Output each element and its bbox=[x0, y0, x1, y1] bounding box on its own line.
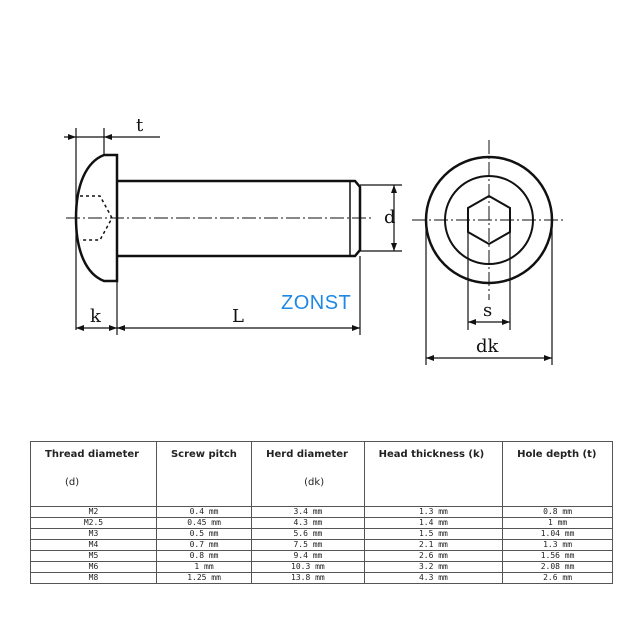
cell-head-diameter: 5.6 mm bbox=[251, 528, 365, 540]
cell-hole-depth: 1.56 mm bbox=[502, 550, 613, 562]
cell-thread: M2.5 bbox=[30, 517, 157, 529]
cell-head-thickness: 2.6 mm bbox=[363, 550, 504, 562]
header-title: Hole depth (t) bbox=[517, 449, 597, 460]
label-t: t bbox=[136, 115, 144, 136]
cell-head-thickness: 2.1 mm bbox=[363, 539, 504, 551]
table-row: M6 1 mm 10.3 mm 3.2 mm 2.08 mm bbox=[30, 561, 613, 573]
label-s: s bbox=[483, 300, 492, 321]
table-row: M2 0.4 mm 3.4 mm 1.3 mm 0.8 mm bbox=[30, 506, 613, 518]
cell-head-thickness: 1.5 mm bbox=[363, 528, 504, 540]
cell-hole-depth: 1.04 mm bbox=[502, 528, 613, 540]
cell-thread: M8 bbox=[30, 572, 157, 584]
cell-pitch: 1 mm bbox=[155, 561, 253, 573]
table-row: M3 0.5 mm 5.6 mm 1.5 mm 1.04 mm bbox=[30, 528, 613, 540]
header-hole-depth: Hole depth (t) bbox=[502, 441, 613, 507]
table-row: M8 1.25 mm 13.8 mm 4.3 mm 2.6 mm bbox=[30, 572, 613, 584]
header-symbol: (dk) bbox=[304, 477, 325, 488]
spec-table-header-row: Thread diameter (d) Screw pitch Herd dia… bbox=[30, 441, 613, 507]
label-d: d bbox=[384, 207, 396, 228]
cell-thread: M5 bbox=[30, 550, 157, 562]
cell-hole-depth: 0.8 mm bbox=[502, 506, 613, 518]
cell-hole-depth: 2.08 mm bbox=[502, 561, 613, 573]
cell-head-diameter: 4.3 mm bbox=[251, 517, 365, 529]
cell-pitch: 0.45 mm bbox=[155, 517, 253, 529]
label-dk: dk bbox=[476, 336, 500, 357]
cell-head-thickness: 1.3 mm bbox=[363, 506, 504, 518]
header-screw-pitch: Screw pitch bbox=[155, 441, 253, 507]
header-title: Thread diameter bbox=[45, 449, 140, 460]
hex-socket bbox=[467, 194, 511, 246]
header-head-diameter: Herd diameter (dk) bbox=[251, 441, 365, 507]
header-head-thickness: Head thickness (k) bbox=[363, 441, 504, 507]
header-symbol: (d) bbox=[65, 477, 80, 488]
screw-technical-drawing: t d k L s dk bbox=[64, 115, 566, 365]
cell-head-thickness: 4.3 mm bbox=[363, 572, 504, 584]
cell-head-diameter: 9.4 mm bbox=[251, 550, 365, 562]
cell-thread: M4 bbox=[30, 539, 157, 551]
cell-hole-depth: 1.3 mm bbox=[502, 539, 613, 551]
cell-pitch: 0.7 mm bbox=[155, 539, 253, 551]
cell-hole-depth: 2.6 mm bbox=[502, 572, 613, 584]
cell-head-diameter: 7.5 mm bbox=[251, 539, 365, 551]
header-thread-diameter: Thread diameter (d) bbox=[30, 441, 157, 507]
brand-watermark: ZONST bbox=[281, 292, 352, 314]
header-title: Herd diameter bbox=[266, 449, 348, 460]
cell-head-thickness: 1.4 mm bbox=[363, 517, 504, 529]
cell-pitch: 0.5 mm bbox=[155, 528, 253, 540]
cell-head-diameter: 3.4 mm bbox=[251, 506, 365, 518]
cell-thread: M3 bbox=[30, 528, 157, 540]
header-title: Screw pitch bbox=[170, 449, 237, 460]
cell-head-diameter: 10.3 mm bbox=[251, 561, 365, 573]
cell-pitch: 0.4 mm bbox=[155, 506, 253, 518]
label-L: L bbox=[232, 306, 244, 327]
table-row: M5 0.8 mm 9.4 mm 2.6 mm 1.56 mm bbox=[30, 550, 613, 562]
cell-head-thickness: 3.2 mm bbox=[363, 561, 504, 573]
table-row: M4 0.7 mm 7.5 mm 2.1 mm 1.3 mm bbox=[30, 539, 613, 551]
cell-head-diameter: 13.8 mm bbox=[251, 572, 365, 584]
label-k: k bbox=[90, 306, 102, 327]
cell-hole-depth: 1 mm bbox=[502, 517, 613, 529]
spec-table: Thread diameter (d) Screw pitch Herd dia… bbox=[30, 441, 613, 584]
header-title: Head thickness (k) bbox=[378, 449, 485, 460]
cell-pitch: 1.25 mm bbox=[155, 572, 253, 584]
cell-pitch: 0.8 mm bbox=[155, 550, 253, 562]
cell-thread: M2 bbox=[30, 506, 157, 518]
cell-thread: M6 bbox=[30, 561, 157, 573]
table-row: M2.5 0.45 mm 4.3 mm 1.4 mm 1 mm bbox=[30, 517, 613, 529]
